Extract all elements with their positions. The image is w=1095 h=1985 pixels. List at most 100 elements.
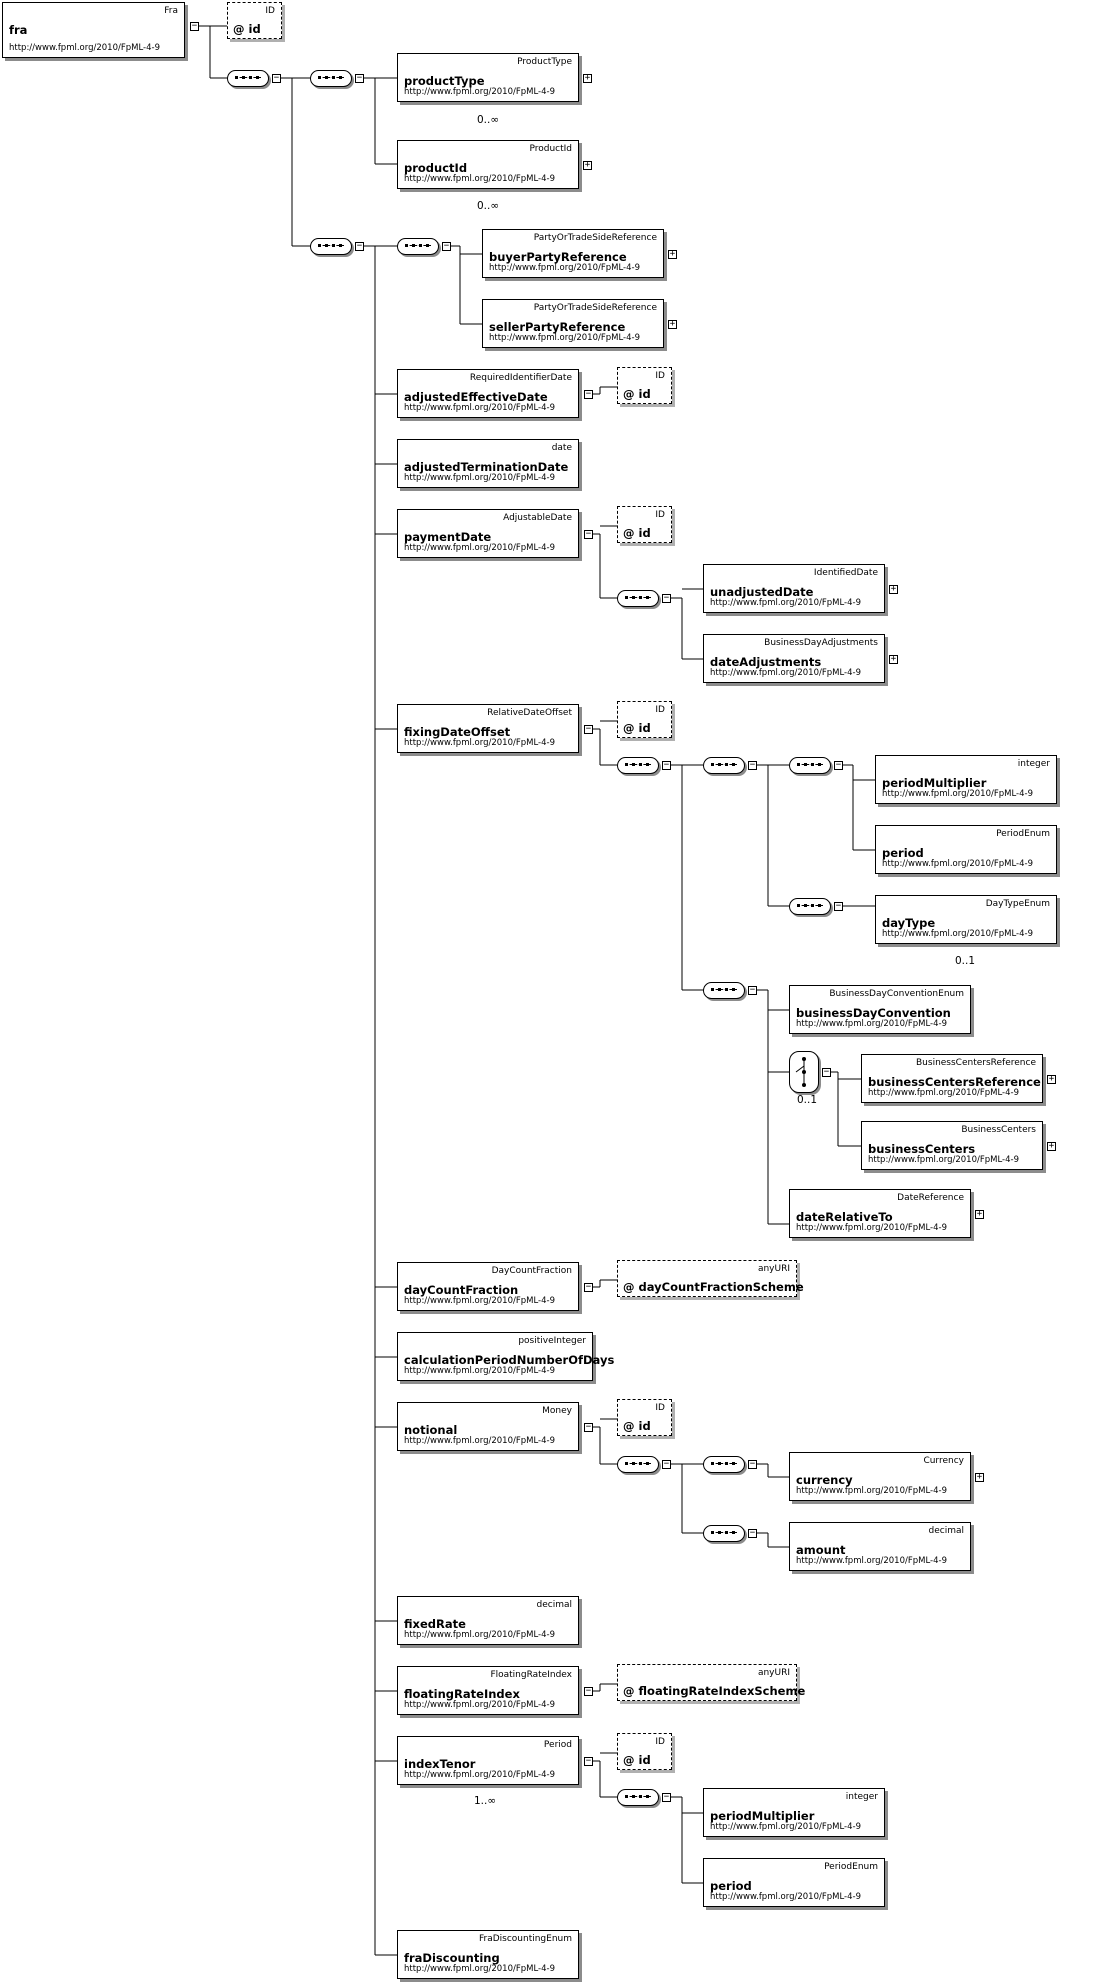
sequence-compositor-icon[interactable] bbox=[397, 238, 439, 255]
index-tenor-name-label: indexTenor bbox=[404, 1757, 476, 1771]
collapse-icon[interactable]: − bbox=[584, 529, 593, 539]
sequence-compositor-icon[interactable] bbox=[310, 238, 352, 255]
collapse-icon[interactable]: − bbox=[662, 1459, 671, 1469]
sequence-compositor-icon[interactable] bbox=[617, 590, 659, 607]
expand-icon[interactable]: + bbox=[1047, 1073, 1056, 1084]
expand-icon[interactable]: + bbox=[668, 318, 677, 329]
expand-icon[interactable]: + bbox=[975, 1471, 984, 1482]
collapse-icon[interactable]: − bbox=[834, 760, 843, 770]
expand-icon[interactable]: + bbox=[889, 653, 898, 664]
fra-root-name-label: fra bbox=[9, 23, 28, 37]
expand-icon[interactable]: + bbox=[668, 248, 677, 259]
sequence-dot-icon bbox=[797, 762, 800, 766]
collapse-icon[interactable]: − bbox=[748, 760, 757, 770]
sequence-compositor-icon[interactable] bbox=[617, 757, 659, 774]
sequence-compositor-icon[interactable] bbox=[310, 70, 352, 87]
sequence-compositor-icon[interactable] bbox=[227, 70, 269, 87]
id-root-attribute[interactable]: ID@ id bbox=[227, 2, 282, 39]
collapse-icon[interactable]: − bbox=[584, 1686, 593, 1696]
buyer-party-reference-name-label: buyerPartyReference bbox=[489, 250, 627, 264]
collapse-icon[interactable]: − bbox=[834, 901, 843, 911]
collapse-icon[interactable]: − bbox=[442, 241, 451, 251]
fra-discounting-name-label: fraDiscounting bbox=[404, 1951, 500, 1965]
sequence-dot-icon bbox=[339, 75, 342, 79]
collapse-icon[interactable]: − bbox=[662, 593, 671, 603]
floating-rate-index-scheme-attribute[interactable]: anyURI@ floatingRateIndexScheme bbox=[617, 1664, 805, 1701]
id-fixing-attribute[interactable]: ID@ id bbox=[617, 701, 672, 738]
collapse-icon[interactable]: − bbox=[822, 1067, 831, 1077]
collapse-icon[interactable]: − bbox=[662, 1792, 671, 1802]
collapse-icon[interactable]: − bbox=[272, 73, 281, 83]
sequence-compositor-icon[interactable] bbox=[703, 1456, 745, 1473]
collapse-icon[interactable]: − bbox=[584, 1422, 593, 1432]
collapse-icon[interactable]: − bbox=[662, 760, 671, 770]
collapse-icon[interactable]: − bbox=[584, 1282, 593, 1292]
collapse-icon[interactable]: − bbox=[355, 73, 364, 83]
fixed-rate-type-label: decimal bbox=[536, 1600, 572, 1610]
sequence-dot-icon bbox=[818, 903, 821, 907]
collapse-icon[interactable]: − bbox=[584, 1756, 593, 1766]
id-effective-attribute[interactable]: ID@ id bbox=[617, 367, 672, 404]
collapse-icon[interactable]: − bbox=[355, 241, 364, 251]
collapse-icon[interactable]: − bbox=[190, 21, 199, 31]
sequence-compositor-icon[interactable] bbox=[617, 1456, 659, 1473]
collapse-icon[interactable]: − bbox=[584, 389, 593, 399]
sequence-dot-icon bbox=[811, 903, 814, 907]
sequence-compositor-icon[interactable] bbox=[789, 898, 831, 915]
collapse-icon[interactable]: − bbox=[748, 1528, 757, 1538]
id-index-tenor-attribute[interactable]: ID@ id bbox=[617, 1733, 672, 1770]
expand-icon[interactable]: + bbox=[889, 583, 898, 594]
collapse-icon[interactable]: − bbox=[748, 1459, 757, 1469]
id-payment-attribute[interactable]: ID@ id bbox=[617, 506, 672, 543]
sequence-compositor-icon[interactable] bbox=[703, 982, 745, 999]
sequence-compositor-icon[interactable] bbox=[703, 757, 745, 774]
sequence-dot-icon bbox=[797, 903, 800, 907]
product-type-type-label: ProductType bbox=[517, 57, 572, 67]
date-relative-to-namespace-label: http://www.fpml.org/2010/FpML-4-9 bbox=[796, 1223, 948, 1233]
sequence-compositor-icon[interactable] bbox=[789, 757, 831, 774]
day-count-fraction-scheme-attribute[interactable]: anyURI@ dayCountFractionScheme bbox=[617, 1260, 804, 1297]
id-notional-attribute[interactable]: ID@ id bbox=[617, 1399, 672, 1436]
sequence-compositor-icon[interactable] bbox=[617, 1789, 659, 1806]
id-index-tenor-attribute-label: id bbox=[638, 1753, 651, 1767]
collapse-icon[interactable]: − bbox=[748, 985, 757, 995]
expand-icon[interactable]: + bbox=[583, 72, 592, 83]
sequence-dot-icon bbox=[419, 243, 422, 247]
expand-icon[interactable]: + bbox=[975, 1208, 984, 1219]
collapse-icon[interactable]: − bbox=[584, 724, 593, 734]
expand-icon[interactable]: + bbox=[1047, 1140, 1056, 1151]
period-multiplier-type-label: integer bbox=[1017, 759, 1050, 769]
choice-compositor-icon[interactable] bbox=[789, 1051, 819, 1093]
sequence-compositor-icon[interactable] bbox=[703, 1525, 745, 1542]
expand-icon[interactable]: + bbox=[583, 159, 592, 170]
